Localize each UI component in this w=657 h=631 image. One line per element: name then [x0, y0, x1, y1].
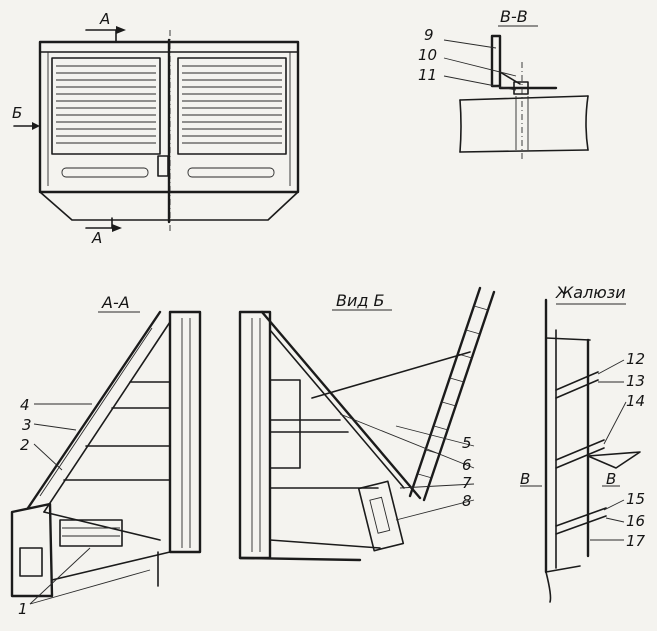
aa-diagonal-mid — [39, 327, 153, 497]
cut-label-b: Б — [12, 104, 22, 122]
cut-label-a-bottom: А — [91, 229, 102, 247]
vb-side-block — [269, 379, 301, 469]
plan-left-slats — [56, 65, 156, 144]
vv-right-curve — [585, 95, 589, 151]
leader-6 — [339, 413, 475, 469]
vb-post — [238, 310, 272, 560]
aa-bottom-link — [43, 511, 161, 541]
callout-10: 10 — [418, 46, 437, 64]
leader-10 — [443, 57, 517, 77]
vv-pivot-block — [513, 81, 529, 95]
blinds-open-slat — [587, 451, 641, 469]
callout-2: 2 — [20, 436, 30, 454]
callout-5: 5 — [462, 434, 472, 452]
callout-3: 3 — [22, 416, 32, 434]
aa-diagonal-outer — [26, 310, 162, 510]
callout-13: 13 — [626, 372, 645, 390]
plan-right-slats — [182, 65, 282, 144]
callout-4: 4 — [20, 396, 30, 414]
callout-6: 6 — [462, 456, 472, 474]
blinds-view: Жалюзи В В 12 13 14 15 16 — [520, 283, 646, 603]
callout-11: 11 — [418, 66, 437, 84]
blinds-slats — [555, 371, 607, 535]
callout-17: 17 — [626, 532, 646, 550]
callout-14: 14 — [626, 392, 645, 410]
view-b-title: Вид Б — [336, 291, 385, 310]
leader-14 — [603, 401, 627, 445]
leader-16 — [605, 517, 625, 523]
leader-11 — [443, 75, 517, 91]
vv-left-curve — [459, 99, 462, 153]
leader-15 — [603, 499, 625, 511]
cut-label-a-top: А — [99, 10, 110, 28]
cut-arrowhead-b — [32, 122, 40, 130]
callout-7: 7 — [462, 474, 472, 492]
section-vv-title: В-В — [500, 7, 528, 26]
vv-tube-top — [459, 95, 589, 101]
vb-arm-rail-right — [422, 290, 496, 502]
plan-view: А А Б — [12, 10, 300, 247]
aa-post — [168, 310, 202, 554]
aa-bottom-rail — [51, 551, 171, 581]
callout-1: 1 — [18, 600, 28, 618]
leader-12 — [597, 359, 625, 375]
aa-diagonal-inner — [43, 321, 171, 513]
section-vv: В-В 9 10 11 — [418, 7, 589, 160]
view-b: Вид Б — [238, 286, 496, 562]
vb-strut — [311, 351, 471, 399]
vb-base-inner — [269, 539, 381, 549]
vb-diagonal-inner — [269, 329, 405, 489]
vb-arm-rungs — [417, 305, 489, 479]
callout-15: 15 — [626, 490, 645, 508]
cut-label-v-left: В — [520, 470, 530, 488]
plan-right-handle — [187, 167, 275, 178]
vb-diagonal-outer — [260, 310, 422, 500]
callout-16: 16 — [626, 512, 645, 530]
vb-base — [238, 556, 362, 562]
blinds-foot — [545, 571, 552, 603]
vb-arm-rail-left — [408, 286, 482, 498]
leader-9 — [443, 39, 497, 49]
plan-left-handle — [61, 167, 149, 178]
section-aa: А-А 4 3 2 1 — [10, 293, 202, 618]
blinds-title: Жалюзи — [555, 283, 626, 302]
aa-mechanism-box — [59, 519, 123, 547]
aa-base-bracket — [10, 502, 54, 598]
leader-8 — [395, 499, 475, 521]
section-aa-title: А-А — [101, 293, 130, 312]
cut-arrowhead-a-top — [116, 26, 126, 34]
aa-base-cutout — [19, 547, 43, 577]
vv-tube-bottom — [459, 149, 589, 153]
cut-arrowhead-a-bottom — [112, 224, 122, 232]
callout-12: 12 — [626, 350, 645, 368]
leader-7 — [399, 483, 475, 489]
cut-label-v-right: В — [606, 470, 616, 488]
vb-latch-slot — [369, 496, 391, 534]
leader-1a — [29, 547, 91, 605]
blinds-top-bar — [545, 337, 591, 341]
leader-3 — [33, 423, 77, 431]
vb-latch-plate — [357, 480, 405, 552]
leader-2 — [33, 443, 63, 471]
leader-5 — [395, 425, 475, 447]
plan-center-latch — [157, 155, 169, 177]
plan-left-panel — [51, 57, 161, 155]
leader-1b — [29, 569, 151, 605]
callout-9: 9 — [424, 26, 434, 44]
plan-right-panel — [177, 57, 287, 155]
vv-vertical-bracket — [490, 34, 502, 88]
callout-8: 8 — [462, 492, 472, 510]
blinds-bottom — [545, 565, 581, 573]
